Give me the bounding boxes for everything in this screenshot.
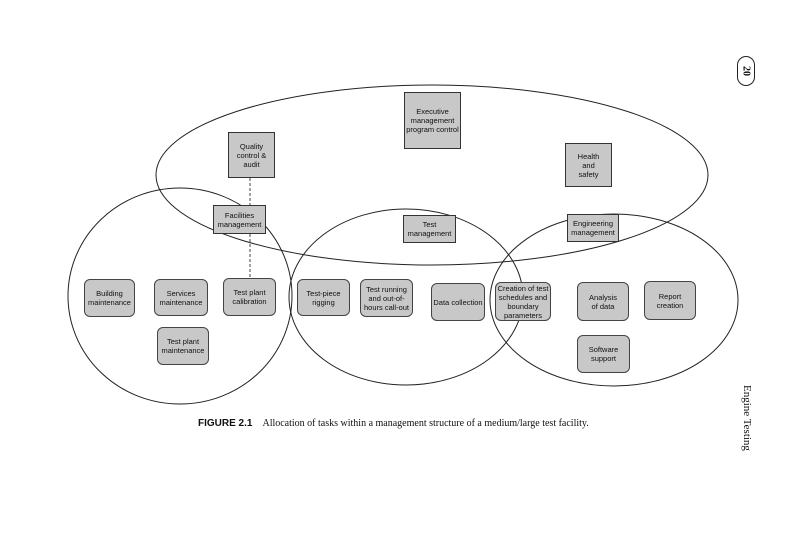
test-management-box: Test management: [403, 215, 456, 243]
figure-caption-text: Allocation of tasks within a management …: [262, 418, 589, 429]
test-running-task: Test running and out-of- hours call-out: [360, 279, 413, 317]
page-number: 20: [740, 66, 752, 76]
engineering-management-box: Engineering management: [567, 214, 619, 242]
quality-control-box: Quality control & audit: [228, 132, 275, 178]
facilities-management-box: Facilities management: [213, 205, 266, 234]
facilities-ellipse: [67, 187, 293, 405]
executive-ellipse: [155, 84, 709, 266]
test-plant-calibration-task: Test plant calibration: [223, 278, 276, 316]
test-piece-rigging-task: Test-piece rigging: [297, 279, 350, 316]
figure-caption: FIGURE 2.1 Allocation of tasks within a m…: [198, 418, 589, 429]
software-support-task: Software support: [577, 335, 630, 373]
test-plant-maintenance-task: Test plant maintenance: [157, 327, 209, 365]
health-safety-box: Health and safety: [565, 143, 612, 187]
executive-management-box: Executive management program control: [404, 92, 461, 149]
analysis-of-data-task: Analysis of data: [577, 282, 629, 321]
test-schedules-task: Creation of test schedules and boundary …: [495, 282, 551, 321]
services-maintenance-task: Services maintenance: [154, 279, 208, 316]
report-creation-task: Report creation: [644, 281, 696, 320]
page-number-badge: 20: [737, 56, 755, 86]
running-head: Engine Testing: [741, 385, 753, 451]
figure-label: FIGURE 2.1: [198, 418, 253, 429]
data-collection-task: Data collection: [431, 283, 485, 321]
building-maintenance-task: Building maintenance: [84, 279, 135, 317]
